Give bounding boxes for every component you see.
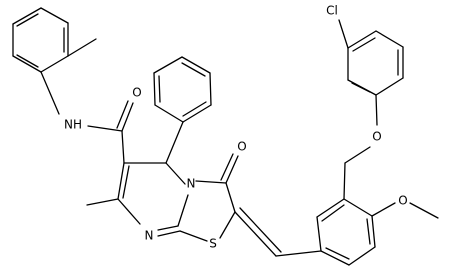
bond <box>165 121 184 164</box>
bond <box>117 198 141 225</box>
bond <box>12 7 42 25</box>
bond <box>343 162 346 200</box>
bond <box>348 246 376 266</box>
bond <box>347 30 377 49</box>
bond <box>225 155 239 184</box>
bond <box>320 250 350 266</box>
bond <box>220 153 234 181</box>
bond <box>179 230 208 242</box>
atom-chlorine: Cl <box>326 4 338 18</box>
bond <box>338 19 349 49</box>
atom-oxygen-amide: O <box>132 86 141 100</box>
bond <box>177 194 189 227</box>
bond <box>16 54 39 68</box>
bond <box>275 250 322 257</box>
bond <box>371 202 396 217</box>
bond <box>86 198 119 206</box>
bond <box>40 55 69 73</box>
bond <box>40 71 60 115</box>
bond <box>182 101 207 117</box>
atom-oxygen-ether: O <box>372 130 381 144</box>
bond <box>316 216 322 252</box>
bond <box>87 125 123 132</box>
bond <box>234 211 277 257</box>
bond <box>371 215 376 248</box>
atom-sulfur: S <box>209 237 217 251</box>
atom-oxygen-ring-carbonyl: O <box>237 140 246 154</box>
bond <box>375 30 404 48</box>
bond <box>325 247 350 260</box>
bond <box>121 130 125 164</box>
bond <box>12 55 42 73</box>
bonds <box>12 7 439 266</box>
bond <box>195 180 227 184</box>
bond <box>225 182 236 213</box>
bond <box>409 202 439 219</box>
bond <box>67 38 97 57</box>
bond <box>181 56 211 74</box>
bond <box>209 72 212 106</box>
bond <box>321 204 345 222</box>
bond <box>40 7 69 24</box>
bond <box>122 165 130 199</box>
bond <box>117 162 125 200</box>
atom-labels: Cl O O O O NH N N S <box>64 4 408 251</box>
bond <box>121 102 134 132</box>
bond <box>154 104 184 123</box>
bond <box>153 56 183 74</box>
atom-nh: NH <box>64 118 82 132</box>
bond <box>375 94 378 126</box>
atom-nitrogen-imine: N <box>145 229 154 243</box>
bond <box>316 198 345 218</box>
bond <box>182 104 212 123</box>
bond <box>352 37 376 52</box>
bond <box>16 13 39 27</box>
bond <box>351 82 371 93</box>
bond <box>153 72 156 106</box>
bond <box>375 77 404 96</box>
bond <box>366 218 371 245</box>
bond <box>343 198 373 217</box>
bond <box>157 225 179 231</box>
atom-oxygen-methoxy: O <box>398 194 407 208</box>
bond <box>157 230 181 237</box>
bond <box>116 100 129 129</box>
atom-nitrogen-bridge: N <box>187 177 196 191</box>
bond <box>158 75 161 103</box>
bond <box>344 146 371 164</box>
bond <box>165 162 186 185</box>
bond <box>219 211 236 239</box>
bond <box>181 62 206 77</box>
bond <box>239 207 282 253</box>
